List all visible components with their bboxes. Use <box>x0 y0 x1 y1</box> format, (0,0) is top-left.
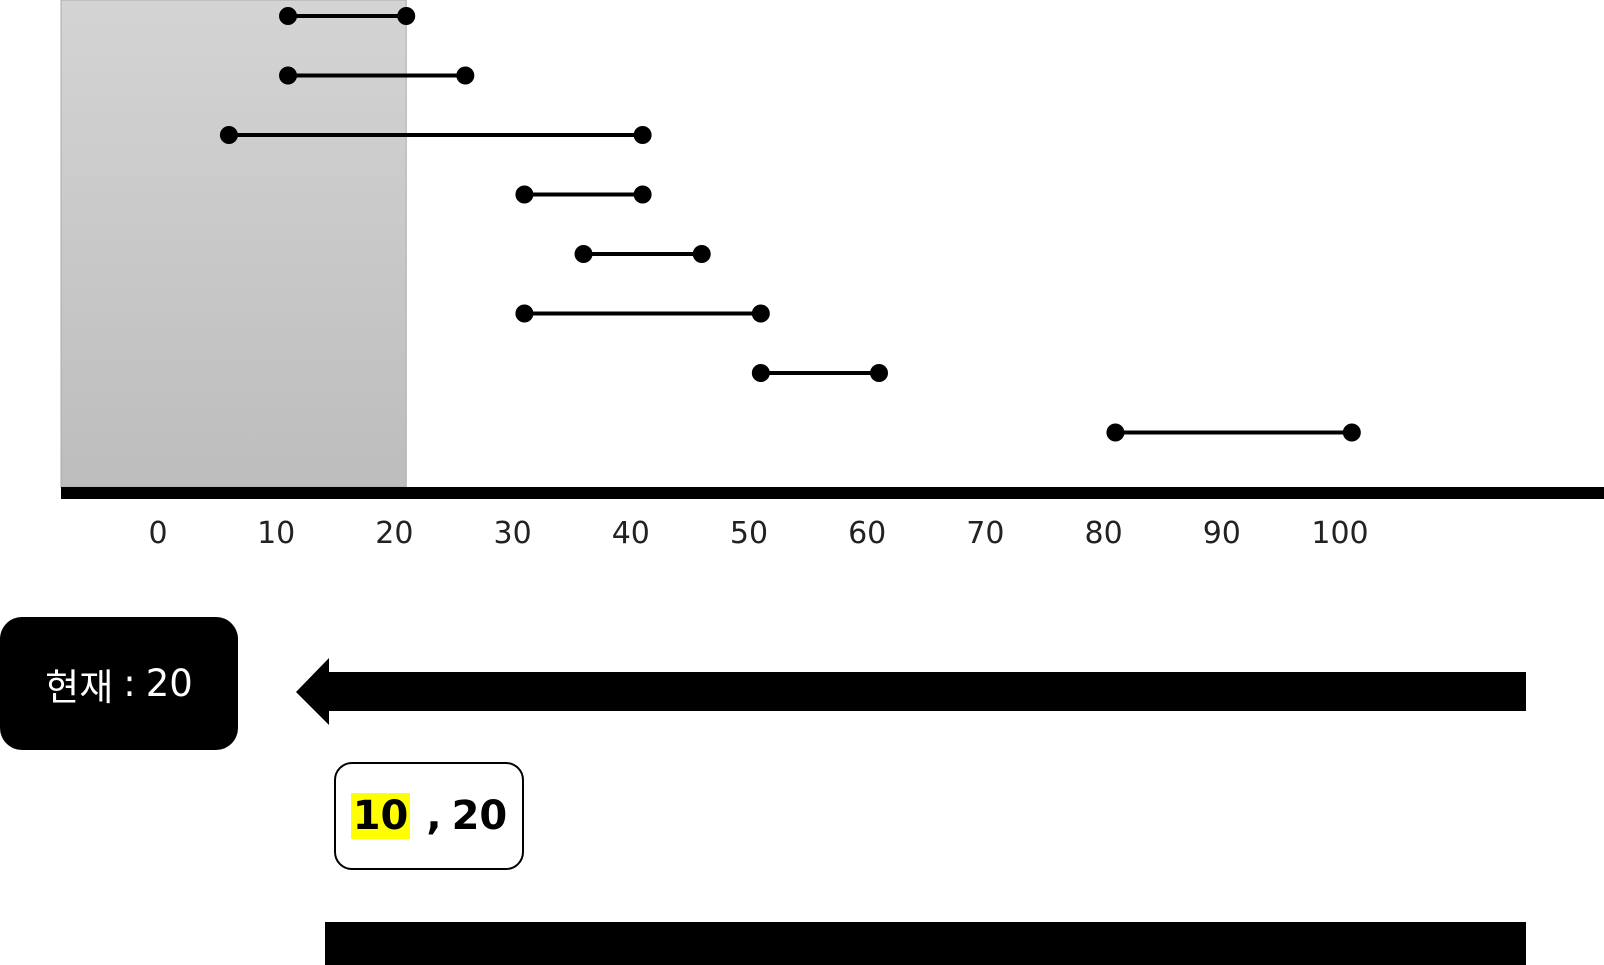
tick-label: 70 <box>966 516 1004 551</box>
left-arrow <box>296 658 1526 725</box>
current-value: 20 <box>145 662 193 705</box>
interval-end-point <box>1342 423 1361 442</box>
pair-first-highlighted: 10 <box>350 793 411 839</box>
interval-start-point <box>1106 423 1125 442</box>
pair-separator: , <box>426 793 442 839</box>
tick-labels: 0 10 20 30 40 50 60 70 80 90 100 <box>148 516 1368 551</box>
interval-end-point <box>751 304 770 323</box>
pair-second: 20 <box>451 793 508 839</box>
interval-5 <box>574 245 711 263</box>
tick-label: 30 <box>494 516 532 551</box>
interval-7 <box>751 364 889 382</box>
interval-start-point <box>515 304 534 323</box>
interval-3 <box>219 126 652 144</box>
highlight-region <box>60 0 407 488</box>
axis-line <box>61 487 1604 499</box>
tick-label: 60 <box>848 516 886 551</box>
tick-label: 10 <box>257 516 295 551</box>
tick-label: 80 <box>1085 516 1123 551</box>
interval-start-point <box>515 185 534 204</box>
interval-8 <box>1106 423 1361 442</box>
interval-end-point <box>397 7 416 25</box>
current-separator: : <box>123 662 136 705</box>
bottom-bar <box>325 922 1526 965</box>
tick-label: 0 <box>148 516 167 551</box>
interval-end-point <box>456 66 475 85</box>
intervals-layer <box>219 7 1361 442</box>
interval-6 <box>515 304 770 323</box>
tick-label: 50 <box>730 516 768 551</box>
interval-start-point <box>219 126 238 144</box>
interval-1 <box>279 7 416 25</box>
current-value-badge: 현재 : 20 <box>0 617 238 750</box>
interval-end-point <box>692 245 711 263</box>
tick-label: 40 <box>612 516 650 551</box>
interval-end-point <box>633 185 652 204</box>
tick-label: 20 <box>375 516 413 551</box>
interval-end-point <box>870 364 889 382</box>
interval-start-point <box>751 364 770 382</box>
interval-4 <box>515 185 652 204</box>
interval-end-point <box>633 126 652 144</box>
pair-box: 10 , 20 <box>334 762 524 870</box>
current-label: 현재 <box>45 665 114 709</box>
tick-label: 100 <box>1311 516 1368 551</box>
interval-start-point <box>279 7 298 25</box>
interval-start-point <box>279 66 298 85</box>
interval-2 <box>279 66 475 85</box>
tick-label: 90 <box>1203 516 1241 551</box>
interval-start-point <box>574 245 593 263</box>
